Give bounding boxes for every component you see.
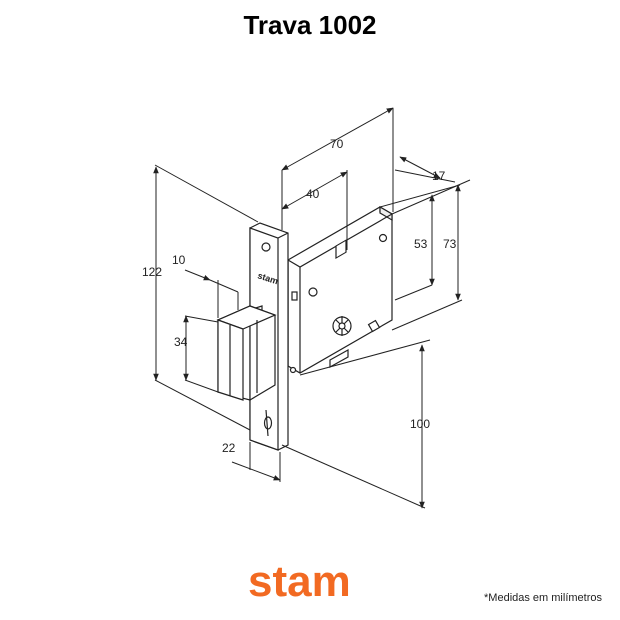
- dim-122: 122: [142, 265, 162, 279]
- lock-body: [287, 205, 393, 374]
- dim-70: 70: [330, 137, 344, 151]
- lower-tab: [329, 348, 349, 369]
- dim-10: 10: [172, 253, 186, 267]
- screw-hole-bottom: [289, 366, 297, 374]
- page-title: Trava 1002: [243, 10, 377, 40]
- faceplate-screw-bottom: [263, 416, 273, 430]
- footnote: *Medidas em milímetros: [484, 592, 602, 604]
- dim-17: 17: [432, 169, 446, 183]
- faceplate-screw-top: [261, 242, 271, 252]
- follower-hole: [308, 287, 318, 297]
- dim-40: 40: [306, 187, 320, 201]
- dim-34: 34: [174, 335, 188, 349]
- square-slot: [367, 319, 381, 333]
- dimension-lines: [153, 107, 471, 509]
- dim-22: 22: [222, 441, 236, 455]
- dim-53: 53: [414, 237, 428, 251]
- dim-73: 73: [443, 237, 457, 251]
- dim-100: 100: [410, 417, 430, 431]
- small-slot: [291, 291, 298, 301]
- screw-hole-top: [378, 233, 388, 243]
- latch-tab: [335, 239, 347, 259]
- lock-case-face: [287, 206, 393, 374]
- stam-logo: stam: [248, 557, 351, 606]
- latch-bolt: [216, 305, 277, 402]
